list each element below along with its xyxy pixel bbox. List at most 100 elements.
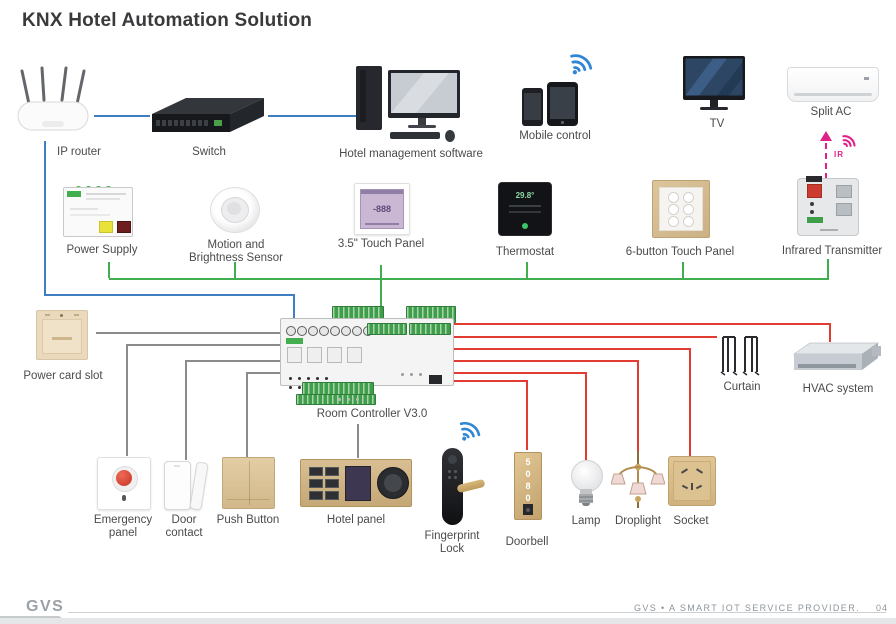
lan-line: [293, 294, 295, 318]
split-ac-label: Split AC: [810, 106, 852, 118]
lan-line: [268, 115, 356, 117]
page-title: KNX Hotel Automation Solution: [22, 10, 313, 31]
tv-label: TV: [709, 118, 725, 130]
controller-brand-chip: [286, 338, 303, 344]
push-button-label: Push Button: [216, 514, 280, 526]
knx-bus-line: [380, 265, 382, 308]
hotel-management-label: Hotel management software: [339, 148, 483, 160]
dry-contact-line: [246, 372, 248, 457]
power-supply-icon: [63, 180, 133, 237]
infrared-transmitter-icon: [797, 176, 859, 236]
six-button-panel-label: 6-button Touch Panel: [625, 246, 735, 258]
ir-terminal: [807, 184, 822, 198]
lan-line: [44, 294, 295, 296]
kbus-chip: [807, 217, 823, 223]
knx-bus-line: [526, 262, 528, 278]
card-slot-opening: [52, 337, 72, 340]
dry-contact-line: [246, 372, 280, 374]
ir-dashed-line: [825, 143, 827, 189]
load-line: [585, 372, 587, 460]
doorbell-icon: 5080: [514, 452, 542, 520]
footer-tagline: GVS • A SMART IOT SERVICE PROVIDER.: [633, 603, 860, 613]
hotel-management-icon: [356, 66, 460, 142]
load-line: [453, 348, 691, 350]
room-controller-label: Room Controller V3.0: [316, 408, 428, 420]
emergency-panel-label-1: Emergency: [93, 514, 153, 526]
hotel-panel-dial: [377, 467, 409, 499]
footer-divider: [68, 612, 886, 613]
ir-label: IR: [834, 150, 844, 159]
doorbell-label: Doorbell: [505, 536, 549, 548]
page-number: 04: [875, 603, 888, 613]
motion-sensor-icon: [210, 187, 260, 233]
tv-icon: [683, 56, 745, 110]
power-card-slot-label: Power card slot: [23, 370, 103, 382]
emergency-panel-icon: [97, 457, 151, 510]
door-contact-icon: [164, 459, 210, 513]
load-line: [637, 360, 639, 452]
socket-icon: [668, 456, 716, 506]
ip-router-label: IP router: [57, 146, 101, 158]
power-card-slot-icon: [36, 310, 88, 360]
curtain-icon: [720, 336, 760, 376]
emergency-keyhole: [122, 495, 126, 501]
load-line: [453, 380, 528, 382]
hotel-panel-icon: [300, 459, 412, 507]
infrared-transmitter-label: Infrared Transmitter: [781, 245, 883, 257]
socket-label: Socket: [673, 515, 709, 527]
switch-icon: [152, 98, 264, 132]
split-ac-icon: [787, 67, 879, 102]
dry-contact-line: [126, 344, 128, 456]
switch-label: Switch: [192, 146, 226, 158]
controller-body: [280, 318, 454, 389]
ps-red-terminal: [117, 221, 131, 233]
droplight-icon: [611, 451, 665, 508]
touch-panel-35-display: -888: [372, 204, 391, 214]
fingerprint-lock-label-2: Lock: [439, 543, 465, 555]
ps-chip: [67, 191, 81, 197]
fingerprint-lock-icon: [440, 446, 486, 528]
doorbell-button: [523, 504, 533, 515]
footer-bottom-bar: [0, 618, 896, 624]
motion-sensor-label-2: Brightness Sensor: [189, 252, 283, 264]
mobile-control-icon: [522, 82, 578, 126]
push-button-icon: [222, 457, 275, 509]
load-line: [689, 348, 691, 456]
emergency-panel-label-2: panel: [108, 527, 138, 539]
lan-line: [44, 141, 46, 296]
load-line: [526, 380, 528, 450]
knx-bus-line: [234, 262, 236, 278]
dry-contact-line: [126, 344, 280, 346]
ac-vent: [794, 93, 872, 96]
curtain-label: Curtain: [723, 381, 761, 393]
ip-router-icon: [17, 66, 89, 131]
six-button-panel-icon: [652, 180, 710, 238]
thermostat-icon: 29.8°: [498, 182, 552, 236]
knx-bus-line: [108, 262, 110, 278]
load-line: [453, 372, 587, 374]
thermostat-label: Thermostat: [495, 246, 555, 258]
load-line: [453, 336, 717, 338]
dry-contact-line: [185, 360, 187, 460]
ir-signal-icon: [842, 135, 856, 148]
wifi-icon: [570, 54, 593, 75]
knx-bus-line: [682, 262, 684, 278]
load-line: [453, 360, 639, 362]
ps-yellow-terminal: [99, 221, 113, 233]
hvac-label: HVAC system: [802, 383, 874, 395]
power-supply-label: Power Supply: [66, 244, 138, 256]
fingerprint-lock-label-1: Fingerprint: [424, 530, 480, 542]
dry-contact-line: [185, 360, 280, 362]
touch-panel-35-icon: -888: [354, 183, 410, 235]
gvs-logo: GVS: [26, 598, 65, 615]
ac-display: [864, 77, 869, 80]
touch-panel-35-label: 3.5" Touch Panel: [337, 238, 425, 250]
lamp-label: Lamp: [571, 515, 601, 527]
hotel-panel-label: Hotel panel: [326, 514, 386, 526]
dry-contact-line: [357, 424, 359, 458]
hotel-panel-screen: [345, 466, 371, 501]
mobile-control-label: Mobile control: [519, 130, 591, 142]
door-contact-label-2: contact: [165, 527, 203, 539]
thermostat-display: 29.8°: [515, 191, 535, 200]
fingerprint-sensor: [448, 455, 457, 464]
